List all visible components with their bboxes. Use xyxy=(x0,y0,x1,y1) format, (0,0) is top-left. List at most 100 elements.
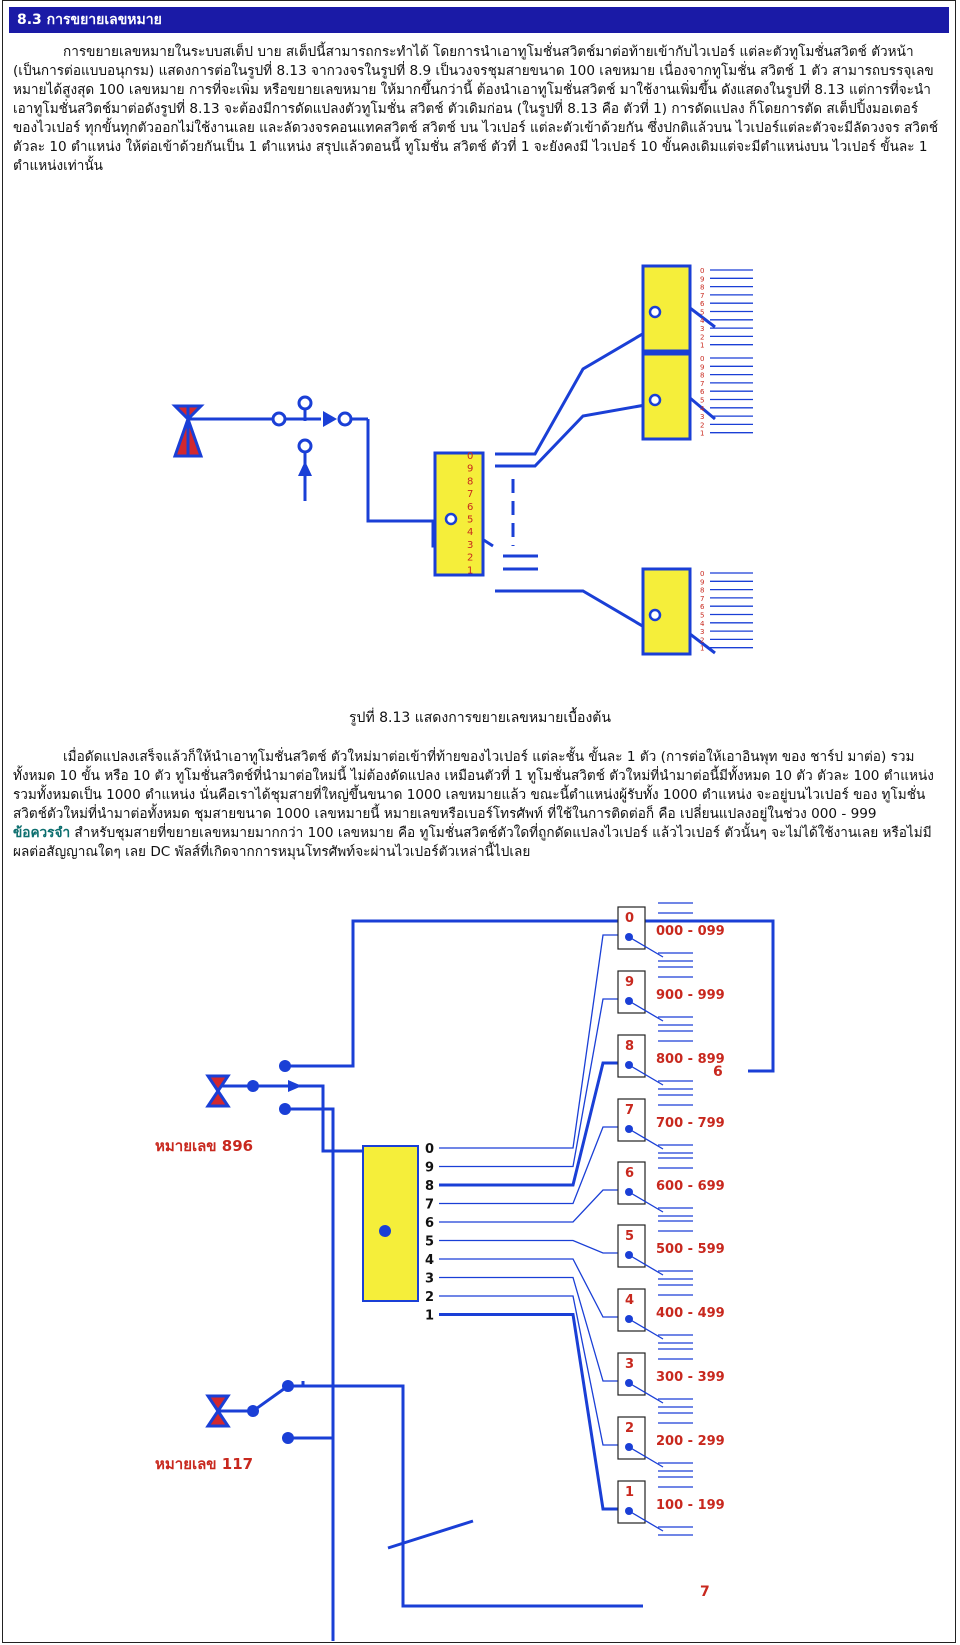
number-range: 000 - 099 xyxy=(656,924,725,939)
note-text: สำหรับชุมสายที่ขยายเลขหมายมากกว่า 100 เล… xyxy=(13,825,932,860)
bank-switch-box xyxy=(617,1352,646,1396)
mark-7: 7 xyxy=(700,1584,710,1600)
selector-wire xyxy=(439,1189,633,1223)
bank-number: 0 xyxy=(700,570,704,578)
selector-wire xyxy=(439,1258,633,1318)
bank-number: 7 xyxy=(700,380,704,388)
selector-wire xyxy=(439,1126,633,1205)
selector-wire xyxy=(439,1313,633,1511)
selector-2-number: 7 xyxy=(425,1198,434,1213)
selector-2-number: 4 xyxy=(425,1253,434,1268)
figure-1-caption: รูปที่ 8.13 แสดงการขยายเลขหมายเบื้องต้น xyxy=(349,710,611,726)
caller-top-icon xyxy=(205,1074,231,1108)
number-range: 200 - 299 xyxy=(656,1434,725,1449)
bank-switch-box xyxy=(617,1161,646,1205)
paragraph-2: เมื่อดัดแปลงเสร็จแล้วก็ให้นำเอาทูโมชั่นส… xyxy=(13,748,943,862)
bank-number: 5 xyxy=(700,397,704,405)
note-label: ข้อควรจำ xyxy=(13,825,71,841)
bank-number: 3 xyxy=(700,325,704,333)
selector-2-number: 8 xyxy=(425,1179,434,1194)
selector-number: 6 xyxy=(467,502,473,513)
bank-number: 4 xyxy=(700,620,705,628)
selector-number: 0 xyxy=(467,451,473,462)
mark-6: 6 xyxy=(713,1064,723,1080)
bank-number: 1 xyxy=(700,645,704,653)
bank-number: 5 xyxy=(700,612,704,620)
selector-2-number: 2 xyxy=(425,1290,434,1305)
bank-switch-label: 0 xyxy=(625,911,634,926)
selector-wire xyxy=(439,1295,633,1446)
bank-number: 4 xyxy=(700,405,705,413)
caller-icon xyxy=(171,404,205,458)
number-range: 500 - 599 xyxy=(656,1242,725,1257)
figure-expansion-1000: หมายเลข 896 หมายเลข 117 0 9 8 7 6 5 4 3 2 1 0 000 … xyxy=(155,902,775,1641)
selector-number: 3 xyxy=(467,540,473,551)
bank-switch-box xyxy=(617,1288,646,1332)
bank-number: 8 xyxy=(700,372,704,380)
selector-2-number: 3 xyxy=(425,1272,434,1287)
caller-top-label: หมายเลข 896 xyxy=(155,1137,253,1155)
selector-number: 4 xyxy=(467,527,473,538)
selector-box xyxy=(433,451,485,577)
bank-number: 1 xyxy=(700,342,704,350)
bank-switch-box xyxy=(617,1034,646,1078)
number-range: 100 - 199 xyxy=(656,1498,725,1513)
bank-switch-box xyxy=(617,970,646,1014)
caller-bottom-label: หมายเลข 117 xyxy=(155,1455,253,1473)
selector-number: 5 xyxy=(467,515,473,526)
bank-switch-box xyxy=(617,1480,646,1524)
bank-switch-label: 4 xyxy=(625,1293,634,1308)
bank-number: 7 xyxy=(700,595,704,603)
bank-switch-box xyxy=(617,1098,646,1142)
bank-number: 0 xyxy=(700,355,704,363)
selector-2-number: 1 xyxy=(425,1309,434,1324)
selector-2-number: 9 xyxy=(425,1161,434,1176)
bank-number: 9 xyxy=(700,363,704,371)
bank-switch-label: 8 xyxy=(625,1039,634,1054)
bank-number: 0 xyxy=(700,267,704,275)
bank-switch-label: 2 xyxy=(625,1421,634,1436)
bank-number: 8 xyxy=(700,587,704,595)
bank-number: 4 xyxy=(700,317,705,325)
bank-number: 6 xyxy=(700,388,705,396)
bank-number: 7 xyxy=(700,292,704,300)
bank-switch-box xyxy=(617,1416,646,1460)
selector-wire xyxy=(439,934,633,1149)
paragraph-1: การขยายเลขหมายในระบบสเต็ป บาย สเต็ปนี้สา… xyxy=(13,43,943,176)
number-range: 800 - 899 xyxy=(656,1052,725,1067)
paragraph-1-text: การขยายเลขหมายในระบบสเต็ป บาย สเต็ปนี้สา… xyxy=(13,44,939,174)
number-range: 300 - 399 xyxy=(656,1370,725,1385)
section-title: 8.3 การขยายเลขหมาย xyxy=(9,7,949,33)
bank-number: 9 xyxy=(700,275,704,283)
caller-bottom-icon xyxy=(205,1394,231,1428)
bank-number: 6 xyxy=(700,603,705,611)
bank-number: 1 xyxy=(700,430,704,438)
selector-number: 8 xyxy=(467,476,473,487)
paragraph-2-text: เมื่อดัดแปลงเสร็จแล้วก็ให้นำเอาทูโมชั่นส… xyxy=(13,749,934,822)
bank-number: 3 xyxy=(700,413,704,421)
selector-number: 9 xyxy=(467,464,473,475)
bank-switch-box xyxy=(617,906,646,950)
bank-number: 8 xyxy=(700,284,704,292)
bank-number: 2 xyxy=(700,421,704,429)
bank-number: 5 xyxy=(700,309,704,317)
bank-switch-label: 9 xyxy=(625,975,634,990)
selector-wire xyxy=(439,1239,633,1254)
number-range: 700 - 799 xyxy=(656,1116,725,1131)
selector-number: 7 xyxy=(467,489,473,500)
selector-wire xyxy=(439,1276,633,1382)
bank-switch-label: 7 xyxy=(625,1103,634,1118)
bank-number: 6 xyxy=(700,300,705,308)
bank-number: 2 xyxy=(700,636,704,644)
bank-switch-box xyxy=(617,1224,646,1268)
bank-switch-label: 6 xyxy=(625,1166,634,1181)
bank-switch-label: 5 xyxy=(625,1229,634,1244)
bank-switch-label: 1 xyxy=(625,1485,634,1500)
number-range: 400 - 499 xyxy=(656,1306,725,1321)
bank-switch-label: 3 xyxy=(625,1357,634,1372)
number-range: 900 - 999 xyxy=(656,988,725,1003)
selector-number: 1 xyxy=(467,565,473,576)
selector-2-number: 0 xyxy=(425,1142,434,1157)
